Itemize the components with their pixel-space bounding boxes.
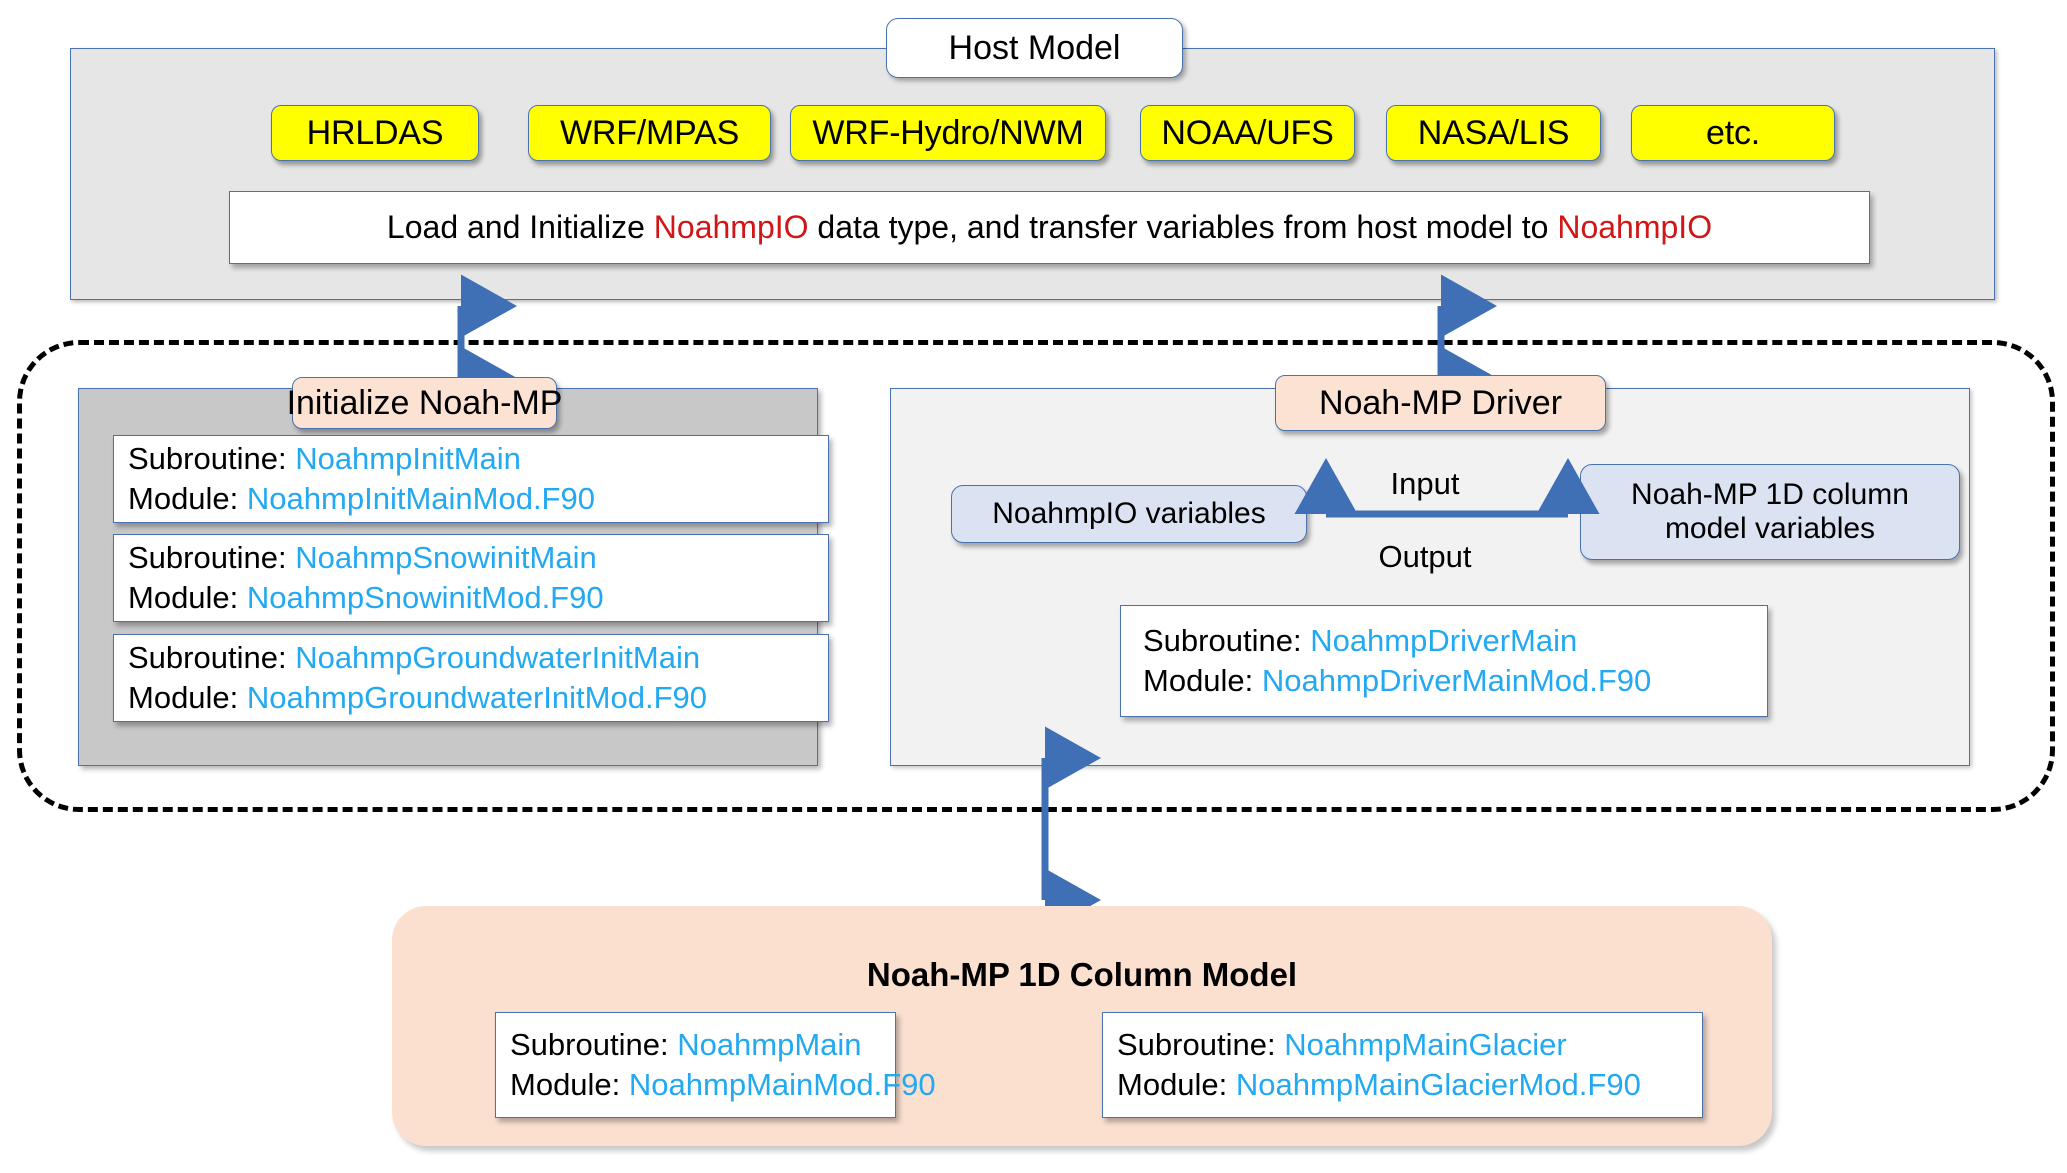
subroutine-label: Subroutine: — [1117, 1026, 1276, 1062]
initialize-entry-subroutine-line: Subroutine: NoahmpSnowinitMain — [128, 538, 828, 578]
initialize-entry-box-2: Subroutine: NoahmpSnowinitMain Module: N… — [113, 534, 829, 622]
module-value: NoahmpInitMainMod.F90 — [246, 481, 595, 516]
initialize-entry-box-1: Subroutine: NoahmpInitMain Module: Noahm… — [113, 435, 829, 523]
host-chip-wrf-mpas[interactable]: WRF/MPAS — [528, 105, 771, 161]
module-label: Module: — [128, 481, 239, 516]
column-model-variables-line2: model variables — [1664, 512, 1876, 545]
host-model-title-tab: Host Model — [886, 18, 1183, 78]
noahmp-driver-title-tab: Noah-MP Driver — [1275, 375, 1606, 431]
subroutine-label: Subroutine: — [128, 639, 287, 675]
connector-io-variables-exchange — [1294, 458, 1600, 518]
noahmpio-variables-chip: NoahmpIO variables — [951, 485, 1307, 543]
column-model-entry-subroutine-line: Subroutine: NoahmpMainGlacier — [1117, 1025, 1702, 1065]
host-transfer-note: Load and Initialize NoahmpIO data type, … — [229, 191, 1870, 264]
initialize-entry-module-line: Module: NoahmpInitMainMod.F90 — [128, 479, 828, 519]
module-value: NoahmpGroundwaterInitMod.F90 — [246, 680, 707, 715]
column-model-entry-box-1: Subroutine: NoahmpMain Module: NoahmpMai… — [495, 1012, 936, 1118]
noahmp-driver-title-label: Noah-MP Driver — [1318, 383, 1563, 422]
host-chip-label: NOAA/UFS — [1161, 113, 1334, 152]
host-chip-label: NASA/LIS — [1417, 113, 1570, 152]
module-value: NoahmpSnowinitMod.F90 — [246, 580, 604, 615]
module-label: Module: — [510, 1067, 621, 1102]
initialize-noahmp-title-label: Initialize Noah-MP — [286, 383, 563, 422]
subroutine-value: NoahmpGroundwaterInitMain — [295, 639, 701, 675]
subroutine-value: NoahmpDriverMain — [1310, 622, 1578, 658]
driver-entry-box: Subroutine: NoahmpDriverMain Module: Noa… — [1120, 605, 1768, 717]
host-chip-nasa-lis[interactable]: NASA/LIS — [1386, 105, 1601, 161]
module-value: NoahmpDriverMainMod.F90 — [1261, 663, 1652, 698]
module-label: Module: — [128, 580, 239, 615]
note-highlight-1: NoahmpIO — [653, 209, 809, 245]
module-value: NoahmpMainMod.F90 — [628, 1067, 936, 1102]
initialize-entry-module-line: Module: NoahmpGroundwaterInitMod.F90 — [128, 678, 828, 718]
exchange-output-label: Output — [1378, 539, 1472, 574]
column-model-entry-box-2: Subroutine: NoahmpMainGlacier Module: No… — [1102, 1012, 1703, 1118]
column-model-entry-module-line: Module: NoahmpMainMod.F90 — [510, 1065, 936, 1105]
subroutine-label: Subroutine: — [1143, 622, 1302, 658]
subroutine-label: Subroutine: — [128, 539, 287, 575]
module-label: Module: — [1117, 1067, 1228, 1102]
note-highlight-2: NoahmpIO — [1557, 209, 1713, 245]
subroutine-value: NoahmpSnowinitMain — [295, 539, 597, 575]
module-value: NoahmpMainGlacierMod.F90 — [1235, 1067, 1641, 1102]
note-prefix: Load and Initialize — [386, 209, 654, 245]
connector-host-to-driver — [1437, 274, 1497, 410]
column-model-variables-chip: Noah-MP 1D column model variables — [1580, 464, 1960, 560]
subroutine-value: NoahmpInitMain — [295, 440, 521, 476]
host-chip-wrf-hydro-nwm[interactable]: WRF-Hydro/NWM — [790, 105, 1106, 161]
host-model-title-label: Host Model — [948, 28, 1121, 67]
noahmp-module-boundary — [17, 340, 2055, 812]
module-label: Module: — [1143, 663, 1254, 698]
initialize-entry-subroutine-line: Subroutine: NoahmpInitMain — [128, 439, 828, 479]
note-middle: data type, and transfer variables from h… — [808, 209, 1558, 245]
host-transfer-note-text: Load and Initialize NoahmpIO data type, … — [387, 209, 1712, 246]
host-chip-label: HRLDAS — [306, 113, 444, 152]
subroutine-value: NoahmpMain — [677, 1026, 862, 1062]
initialize-entry-subroutine-line: Subroutine: NoahmpGroundwaterInitMain — [128, 638, 828, 678]
host-chip-hrldas[interactable]: HRLDAS — [271, 105, 479, 161]
column-model-entry-subroutine-line: Subroutine: NoahmpMain — [510, 1025, 895, 1065]
host-chip-label: etc. — [1705, 113, 1760, 152]
host-chip-label: WRF-Hydro/NWM — [812, 113, 1084, 152]
subroutine-value: NoahmpMainGlacier — [1284, 1026, 1567, 1062]
column-model-variables-line1: Noah-MP 1D column — [1631, 478, 1909, 512]
initialize-noahmp-title-tab: Initialize Noah-MP — [287, 377, 562, 429]
initialize-entry-box-3: Subroutine: NoahmpGroundwaterInitMain Mo… — [113, 634, 829, 722]
module-label: Module: — [128, 680, 239, 715]
noahmpio-variables-label: NoahmpIO variables — [992, 497, 1266, 531]
column-model-heading: Noah-MP 1D Column Model — [866, 956, 1298, 993]
column-model-entry-module-line: Module: NoahmpMainGlacierMod.F90 — [1117, 1065, 1702, 1105]
subroutine-label: Subroutine: — [510, 1026, 669, 1062]
connector-driver-to-column-model — [1041, 726, 1101, 932]
driver-entry-module-line: Module: NoahmpDriverMainMod.F90 — [1143, 661, 1767, 701]
connector-host-to-initialize — [457, 274, 517, 410]
host-chip-noaa-ufs[interactable]: NOAA/UFS — [1140, 105, 1355, 161]
subroutine-label: Subroutine: — [128, 440, 287, 476]
host-chip-label: WRF/MPAS — [559, 113, 740, 152]
host-chip-etc[interactable]: etc. — [1631, 105, 1835, 161]
driver-entry-subroutine-line: Subroutine: NoahmpDriverMain — [1143, 621, 1767, 661]
column-model-variables-label: Noah-MP 1D column model variables — [1631, 478, 1909, 545]
initialize-entry-module-line: Module: NoahmpSnowinitMod.F90 — [128, 578, 828, 618]
